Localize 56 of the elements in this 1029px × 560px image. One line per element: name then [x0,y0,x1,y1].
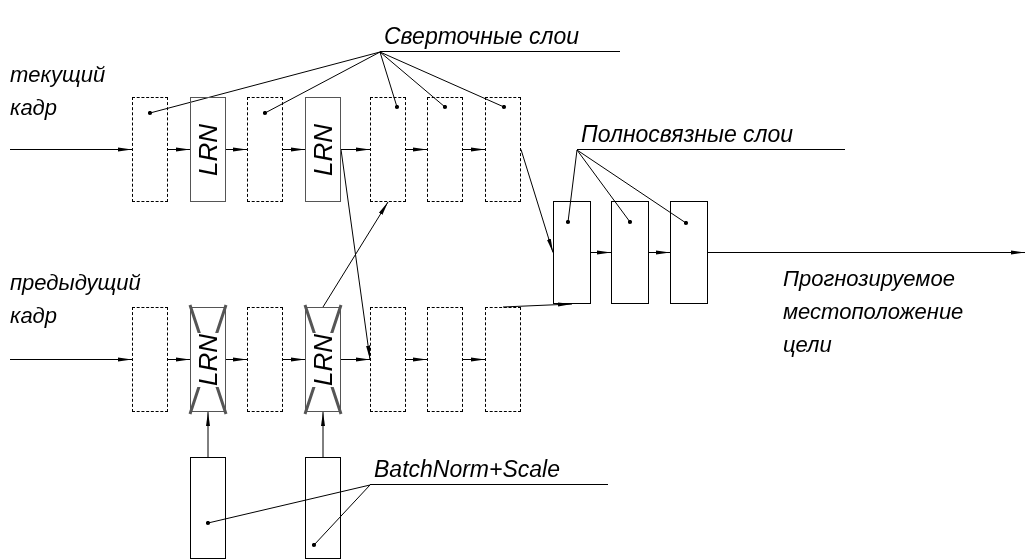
layer-block: LRN [190,97,226,202]
arrow [9,147,133,152]
arrow [590,250,612,255]
layer-block [370,97,406,202]
layer-block [670,201,708,304]
leader-label: Полносвязные слои [577,112,845,150]
layer-block [370,307,406,412]
arrow [707,250,1026,255]
arrow [167,147,191,152]
arrow [340,149,371,360]
arrow [225,357,248,362]
layer-block [247,97,283,202]
arrow [405,357,428,362]
layer-block [427,97,463,202]
arrow [282,357,306,362]
layer-block [132,97,168,202]
arrow [282,147,306,152]
layer-block [247,307,283,412]
leader-label: Сверточные слои [380,16,620,52]
leader-line [379,51,400,110]
layer-block [485,97,521,202]
leader-label: BatchNorm+Scale [370,447,608,485]
layer-block [305,457,341,559]
caption-text: текущий кадр [10,61,107,122]
arrow [520,149,554,253]
arrow [462,147,486,152]
leader-line [147,51,381,116]
arrow [167,357,191,362]
arrow [321,411,325,458]
layer-block [611,201,649,304]
arrow [340,147,371,152]
leader-line [205,484,371,526]
arrow [648,250,671,255]
arrow [322,201,389,308]
arrow [9,357,133,362]
arrow [225,147,248,152]
leader-line [576,149,633,225]
leader-line [262,51,381,116]
arrow [502,302,573,308]
caption-text: Прогнозируемое местоположение цели [783,265,965,359]
arrow [405,147,428,152]
layer-block [132,307,168,412]
layer-block [427,307,463,412]
leader-line [379,51,507,110]
arrow [340,357,371,362]
arrow [206,411,210,458]
layer-block: LRN [305,97,341,202]
leader-line [311,484,371,548]
caption-text: предыдущий кадр [10,269,142,330]
layer-block [485,307,521,412]
arrow [462,357,486,362]
leader-line [576,149,689,226]
layer-block [553,201,591,304]
leader-line [565,149,578,225]
layer-block [190,457,226,559]
leader-line [379,51,448,110]
